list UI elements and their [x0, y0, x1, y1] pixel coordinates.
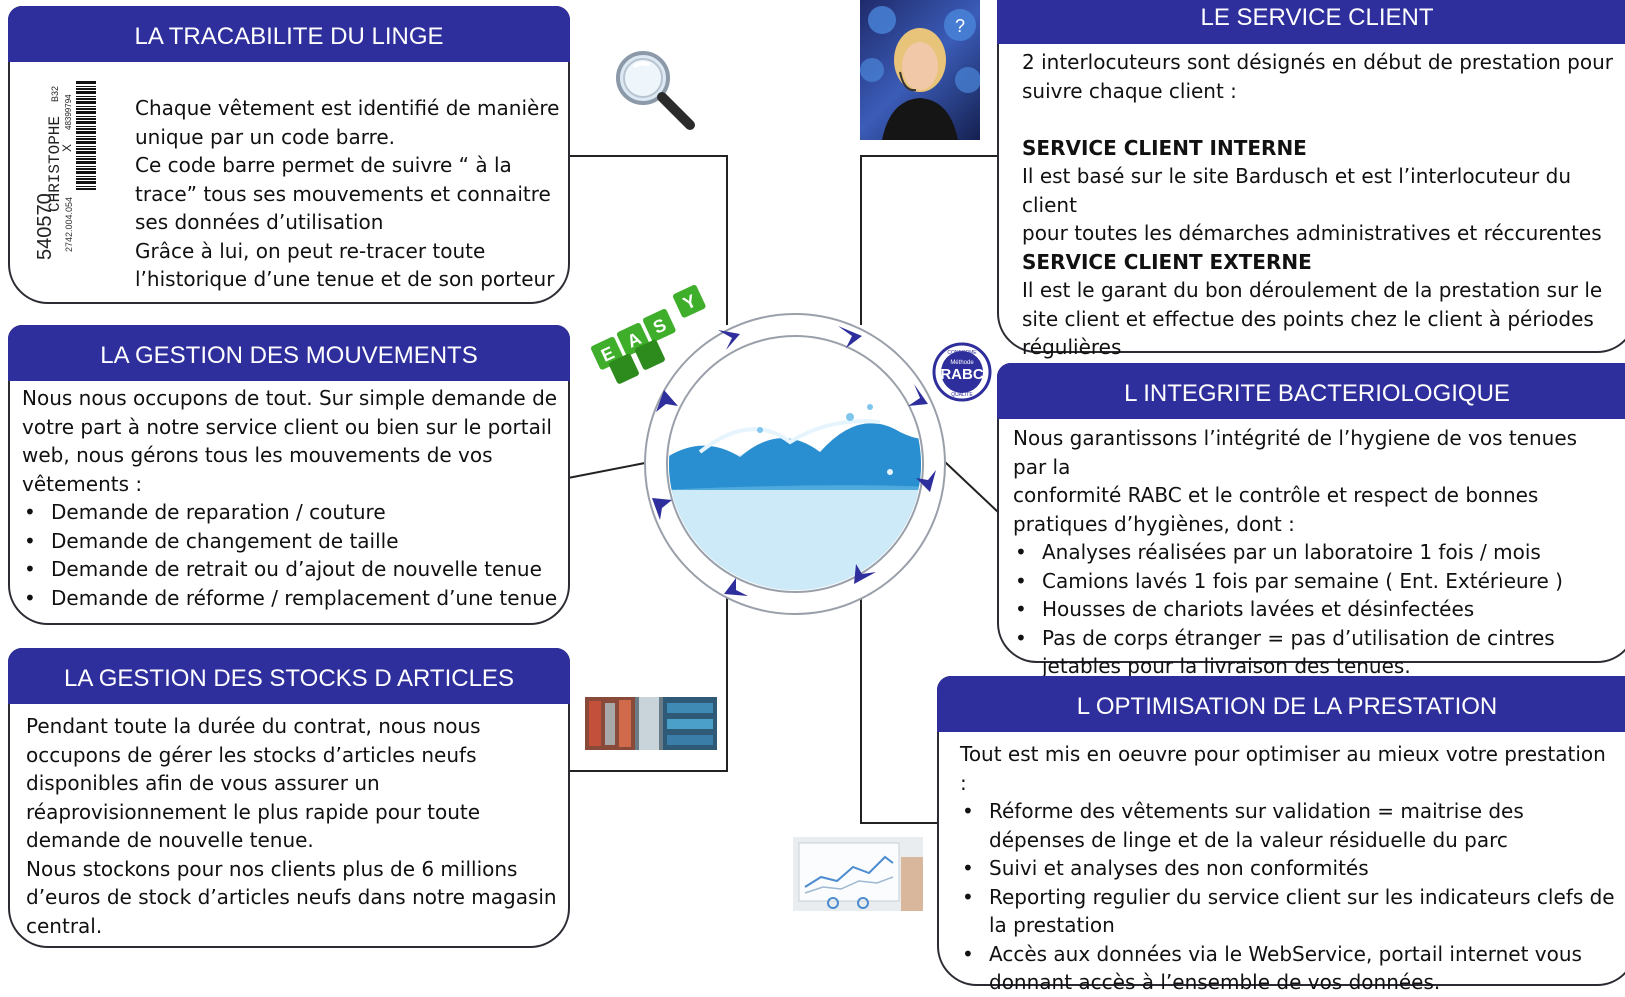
service-text: 2 interlocuteurs sont désignés en début … — [1022, 48, 1625, 362]
tracabilite-text: Chaque vêtement est identifié de manière… — [135, 94, 559, 294]
garment-label: 540570 CHRISTOPHE B32 2742.004.054 X 483… — [28, 68, 103, 263]
rabc-method: Méthode — [950, 360, 974, 366]
text-line: Pendant toute la durée du contrat, nous … — [26, 714, 481, 738]
connector-service-v — [860, 155, 862, 325]
central-cycle-diagram — [644, 313, 946, 615]
warehouse-photo — [585, 697, 717, 750]
rabc-main: RABC — [940, 366, 983, 383]
text-line: Grâce à lui, on peut re-tracer toute — [135, 238, 486, 263]
list-item: Demande de changement de taille — [22, 527, 557, 556]
text-line: Nous stockons pour nos clients plus de 6… — [26, 856, 518, 881]
list-item: Camions lavés 1 fois par semaine ( Ent. … — [1013, 567, 1613, 596]
text-line: Ce code barre permet de suivre “ à la — [135, 153, 512, 177]
text-line: d’euros de stock d’articles neufs dans n… — [26, 885, 557, 909]
chart-photo — [793, 837, 923, 911]
label-name: CHRISTOPHE — [46, 115, 64, 212]
text-line: web, nous gérons tous les mouvements de … — [22, 443, 493, 467]
text-line: votre part à notre service client ou bie… — [22, 414, 552, 439]
optimisation-title: L OPTIMISATION DE LA PRESTATION — [937, 676, 1625, 732]
text-line: unique par un code barre. — [135, 124, 396, 149]
blank-line — [1022, 105, 1625, 134]
barcode — [76, 80, 96, 190]
list-item: Réforme des vêtements sur validation = m… — [960, 797, 1615, 854]
list-item: Suivi et analyses des non conformités — [960, 854, 1615, 883]
list-item: Pas de corps étranger = pas d’utilisatio… — [1013, 624, 1613, 681]
text-line: Chaque vêtement est identifié de manière — [135, 96, 560, 120]
integrite-title: L INTEGRITE BACTERIOLOGIQUE — [997, 363, 1625, 419]
text-line: vêtements : — [22, 471, 143, 496]
rabc-bottom: QUALITE — [951, 392, 973, 398]
text-line: Il est le garant du bon déroulement de l… — [1022, 278, 1603, 302]
text-line: l’historique d’une tenue et de son porte… — [135, 267, 555, 291]
optimisation-text: Tout est mis en oeuvre pour optimiser au… — [960, 740, 1615, 997]
mouvements-text: Nous nous occupons de tout. Sur simple d… — [22, 384, 557, 612]
text-line: trace” tous ses mouvements et connaitre — [135, 181, 551, 206]
optimisation-list: Réforme des vêtements sur validation = m… — [960, 797, 1615, 997]
operator-illustration: ? — [860, 6, 980, 140]
label-size: B32 — [50, 85, 60, 102]
easy-cubes-icon: E A S Y — [590, 284, 706, 384]
service-title: LE SERVICE CLIENT — [997, 0, 1625, 44]
connector-optim-v — [860, 592, 862, 824]
mouvements-title: LA GESTION DES MOUVEMENTS — [8, 325, 570, 381]
text-line: site client et effectue des points chez … — [1022, 306, 1594, 331]
rabc-badge-icon: CONFORME Méthode RABC QUALITE — [932, 342, 992, 402]
text-line: demande de nouvelle tenue. — [26, 828, 314, 852]
integrite-list: Analyses réalisées par un laboratoire 1 … — [1013, 538, 1613, 681]
text-line: occupons de gérer les stocks d’articles … — [26, 742, 477, 767]
connector-tracabilite — [568, 155, 728, 157]
text-line: central. — [26, 913, 103, 938]
internal-heading: SERVICE CLIENT INTERNE — [1022, 135, 1307, 160]
list-item: Analyses réalisées par un laboratoire 1 … — [1013, 538, 1613, 567]
text-line: pratiques d’hygiènes, dont : — [1013, 511, 1295, 536]
connector-mouvements — [567, 461, 999, 513]
rabc-top: CONFORME — [947, 350, 977, 356]
text-line: pour toutes les démarches administrative… — [1022, 221, 1602, 245]
text-line: Il est basé sur le site Bardusch et est … — [1022, 164, 1571, 217]
text-line: Tout est mis en oeuvre pour optimiser au… — [960, 742, 1606, 795]
connector-tracabilite-v — [726, 155, 728, 325]
text-line: 2 interlocuteurs sont désignés en début … — [1022, 50, 1613, 74]
list-item: Demande de réforme / remplacement d’une … — [22, 584, 557, 613]
text-line: régulières — [1022, 335, 1122, 359]
operator-photo: ? — [860, 0, 980, 140]
integrite-text: Nous garantissons l’intégrité de l’hygie… — [1013, 424, 1613, 681]
svg-text:?: ? — [955, 16, 965, 36]
tracabilite-title: LA TRACABILITE DU LINGE — [8, 6, 570, 62]
label-x: X — [60, 143, 74, 152]
service-panel — [997, 0, 1625, 353]
external-heading: SERVICE CLIENT EXTERNE — [1022, 249, 1312, 274]
connector-optim — [860, 822, 940, 824]
label-text-block: 540570 CHRISTOPHE B32 2742.004.054 X 483… — [30, 70, 100, 260]
text-line: suivre chaque client : — [1022, 78, 1237, 103]
text-line: conformité RABC et le contrôle et respec… — [1013, 483, 1539, 507]
text-line: disponibles afin de vous assurer un — [26, 771, 380, 795]
list-item: Reporting regulier du service client sur… — [960, 883, 1615, 940]
text-line: réaprovisionnement le plus rapide pour t… — [26, 799, 481, 824]
mouvements-list: Demande de reparation / couture Demande … — [22, 498, 557, 612]
list-item: Demande de reparation / couture — [22, 498, 557, 527]
text-line: Nous nous occupons de tout. Sur simple d… — [22, 386, 558, 410]
connector-stocks-v — [726, 592, 728, 772]
text-line: ses données d’utilisation — [135, 210, 384, 234]
connector-stocks — [568, 770, 728, 772]
label-barcode-number: 48399794 — [64, 94, 73, 130]
magnifier-icon — [616, 51, 695, 130]
connector-service — [860, 155, 1000, 157]
text-line: Nous garantissons l’intégrité de l’hygie… — [1013, 426, 1578, 479]
cycle-arrows — [652, 326, 936, 596]
stocks-text: Pendant toute la durée du contrat, nous … — [26, 712, 557, 940]
label-code: 2742.004.054 — [64, 196, 74, 252]
list-item: Accès aux données via le WebService, por… — [960, 940, 1615, 997]
list-item: Demande de retrait ou d’ajout de nouvell… — [22, 555, 557, 584]
list-item: Housses de chariots lavées et désinfecté… — [1013, 595, 1613, 624]
stocks-title: LA GESTION DES STOCKS D ARTICLES — [8, 648, 570, 704]
